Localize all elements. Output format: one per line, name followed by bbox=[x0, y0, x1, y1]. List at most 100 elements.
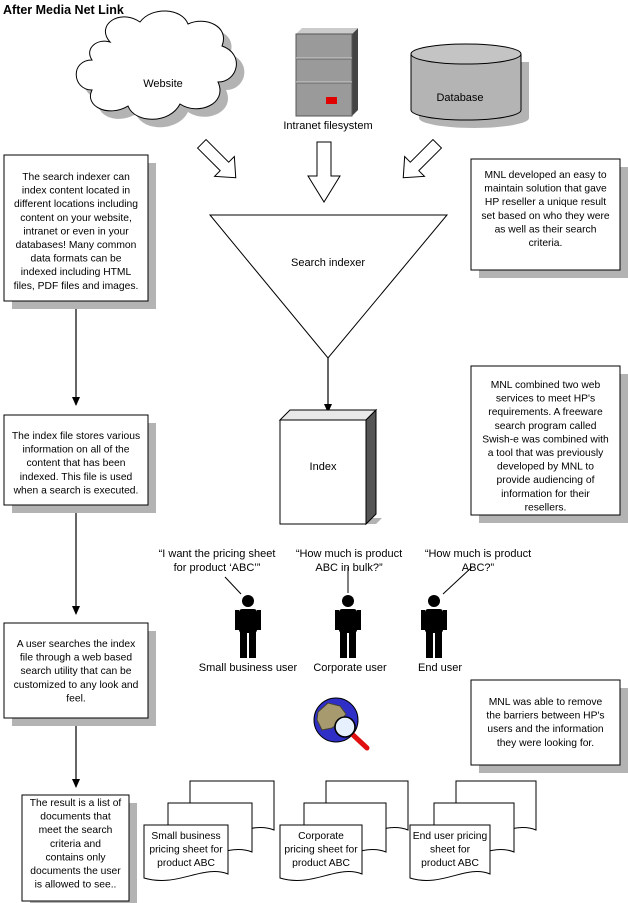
right-note-1-line: MNL developed an easy to bbox=[484, 170, 606, 181]
left-note-3-line: A user searches the index bbox=[17, 639, 136, 650]
right-note-2-line: search program called bbox=[495, 421, 597, 432]
left-note-3-line: search utility that can be bbox=[20, 666, 131, 677]
document-page bbox=[279, 824, 363, 881]
document-3-line: sheet for bbox=[430, 844, 471, 855]
document-3-line: End user pricing bbox=[413, 831, 488, 842]
document-stack-icon: End user pricing sheet for product ABC bbox=[409, 780, 537, 881]
document-stack-icon: Corporate pricing sheet for product ABC bbox=[279, 780, 409, 881]
document-1-line: product ABC bbox=[157, 858, 215, 869]
user-quote-2-line: ABC in bulk?” bbox=[315, 562, 383, 574]
right-note-3-frame bbox=[470, 679, 621, 766]
document-2-line: Corporate bbox=[298, 831, 344, 842]
user-quote-3-line: “How much is product bbox=[425, 548, 531, 560]
right-note-3-line: the barriers between HP's bbox=[486, 711, 604, 722]
left-note-2-line: indexed. This file is used bbox=[20, 472, 133, 483]
hollow-arrow-center bbox=[307, 141, 341, 203]
left-note-4: The result is a list of documents that mee… bbox=[21, 794, 137, 903]
index-label: Index bbox=[310, 461, 337, 473]
left-note-1-line: databases! Many common bbox=[16, 240, 137, 251]
user-quote-1-line: for product ‘ABC’” bbox=[174, 562, 261, 574]
right-note-2-line: resellers. bbox=[525, 502, 567, 513]
right-note-1-line: criteria. bbox=[529, 238, 563, 249]
hollow-arrow-left bbox=[196, 138, 237, 179]
person-icon bbox=[235, 595, 261, 658]
quote-pointer-3 bbox=[442, 566, 473, 595]
user-label-3: End user bbox=[418, 662, 462, 674]
left-note-3-frame bbox=[3, 622, 149, 719]
right-note-2-line: MNL combined two web bbox=[491, 380, 601, 391]
left-note-4-line: The result is a list of bbox=[30, 798, 122, 809]
left-note-4-line: meet the search bbox=[39, 825, 113, 836]
left-note-2-frame bbox=[3, 414, 149, 506]
left-note-1-line: intranet or even in your bbox=[23, 226, 129, 237]
left-note-2-line: The index file stores various bbox=[12, 431, 140, 442]
left-note-4-line: documents that bbox=[40, 812, 111, 823]
document-2-line: product ABC bbox=[292, 858, 350, 869]
website-label: Website bbox=[143, 78, 183, 90]
user-quote-2-line: “How much is product bbox=[296, 548, 402, 560]
left-note-3-line: file through a web based bbox=[20, 653, 132, 664]
server-icon bbox=[295, 28, 358, 117]
right-note-1-line: set based on who they were bbox=[481, 211, 609, 222]
person-icon bbox=[335, 595, 361, 658]
left-note-1-line: index content located in bbox=[22, 186, 130, 197]
left-note-1-line: indexed including HTML bbox=[21, 267, 132, 278]
right-note-3-line: MNL was able to remove bbox=[489, 697, 603, 708]
left-note-4-line: contains only bbox=[45, 852, 106, 863]
left-note-4-line: criteria and bbox=[50, 839, 101, 850]
right-note-1-line: HP reseller a unique result bbox=[485, 197, 606, 208]
left-note-1-line: different locations including bbox=[14, 199, 138, 210]
left-note-1-frame bbox=[3, 154, 149, 302]
right-note-2-line: information for their bbox=[501, 489, 590, 500]
document-1-line: Small business bbox=[151, 831, 220, 842]
right-note-3-line: they were looking for. bbox=[497, 738, 594, 749]
document-page bbox=[409, 824, 491, 881]
diagram-title: After Media Net Link bbox=[3, 3, 124, 17]
right-note-2-line: a tool that was previously bbox=[488, 448, 604, 459]
server-led bbox=[326, 97, 337, 104]
user-quote-1-line: “I want the pricing sheet bbox=[159, 548, 276, 560]
user-label-1: Small business user bbox=[199, 662, 298, 674]
right-note-2-line: requirements. A freeware bbox=[488, 407, 603, 418]
search-indexer-funnel bbox=[208, 214, 449, 359]
right-note-2-line: developed by MNL to bbox=[497, 462, 594, 473]
right-note-2-line: provide audiencing of bbox=[497, 475, 595, 486]
user-label-2: Corporate user bbox=[313, 662, 387, 674]
left-note-4-line: is allowed to see.. bbox=[35, 880, 117, 891]
left-note-1-line: content on your website, bbox=[20, 213, 132, 224]
left-note-2-line: information on all of the bbox=[22, 445, 129, 456]
right-note-1-line: as well as their search bbox=[495, 224, 597, 235]
right-note-1-frame bbox=[470, 158, 621, 271]
right-note-2-frame bbox=[470, 365, 621, 516]
document-page bbox=[143, 824, 229, 881]
left-note-3: A user searches the index file through a … bbox=[3, 622, 156, 726]
right-note-3-line: users and the information bbox=[487, 724, 603, 735]
left-note-3-line: feel. bbox=[66, 693, 85, 704]
right-note-3: MNL was able to remove the barriers betwe… bbox=[470, 679, 628, 773]
intranet-label: Intranet filesystem bbox=[283, 120, 372, 132]
cloud-icon bbox=[75, 10, 245, 128]
left-note-2: The index file stores various information… bbox=[3, 414, 156, 513]
document-2-line: pricing sheet for bbox=[284, 844, 358, 855]
database-label: Database bbox=[436, 92, 483, 104]
right-note-2-line: Swish-e was combined with bbox=[482, 434, 609, 445]
user-quote-3-line: ABC?” bbox=[462, 562, 495, 574]
dynamic-layer: The search indexer can index content loca… bbox=[3, 154, 628, 903]
left-note-1-line: The search indexer can bbox=[22, 172, 130, 183]
left-note-1: The search indexer can index content loca… bbox=[3, 154, 156, 309]
left-note-3-line: customized to any look and bbox=[14, 680, 139, 691]
left-note-2-line: content that has been bbox=[26, 458, 125, 469]
hollow-arrow-right bbox=[402, 138, 443, 179]
left-note-1-line: data formats can be bbox=[30, 254, 121, 265]
right-note-1-line: maintain solution that gave bbox=[484, 184, 607, 195]
document-3-line: product ABC bbox=[421, 858, 479, 869]
left-note-4-frame bbox=[21, 794, 130, 902]
database-icon bbox=[410, 43, 529, 128]
left-note-1-line: files, PDF files and images. bbox=[14, 281, 139, 292]
person-icon bbox=[421, 595, 447, 658]
index-box bbox=[278, 408, 382, 526]
